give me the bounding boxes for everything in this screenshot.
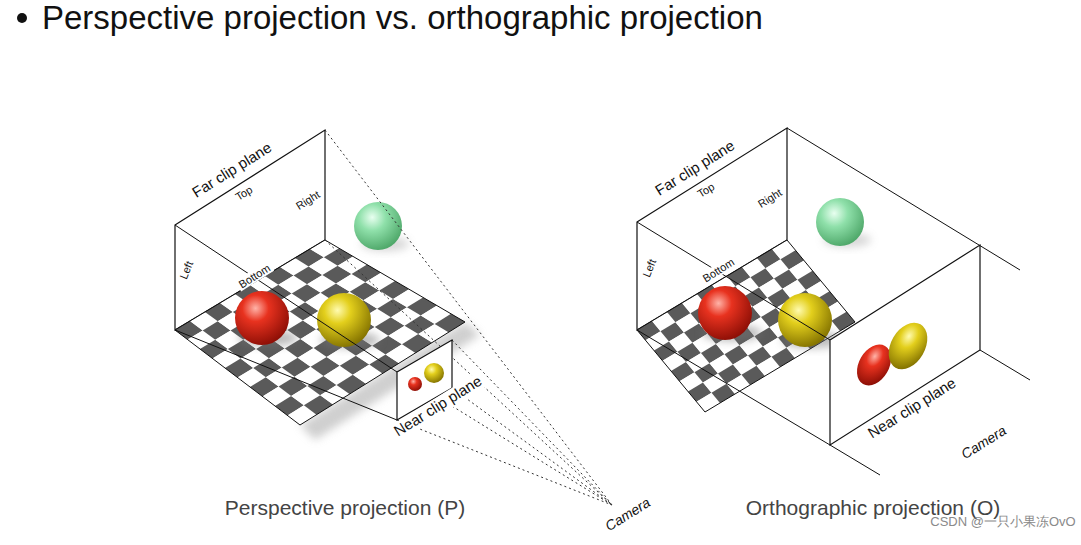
perspective-frustum bbox=[175, 130, 612, 505]
camera-label: Camera bbox=[959, 423, 1009, 462]
orthographic-box bbox=[637, 128, 1030, 475]
camera-label: Camera bbox=[603, 495, 653, 534]
slide-title: Perspective projection vs. orthographic … bbox=[42, 0, 763, 36]
bullet bbox=[17, 13, 27, 23]
caption: Perspective projection (P) bbox=[225, 496, 465, 519]
watermark: CSDN @一只小果冻OvO bbox=[930, 515, 1075, 529]
checker-tile bbox=[435, 314, 465, 333]
